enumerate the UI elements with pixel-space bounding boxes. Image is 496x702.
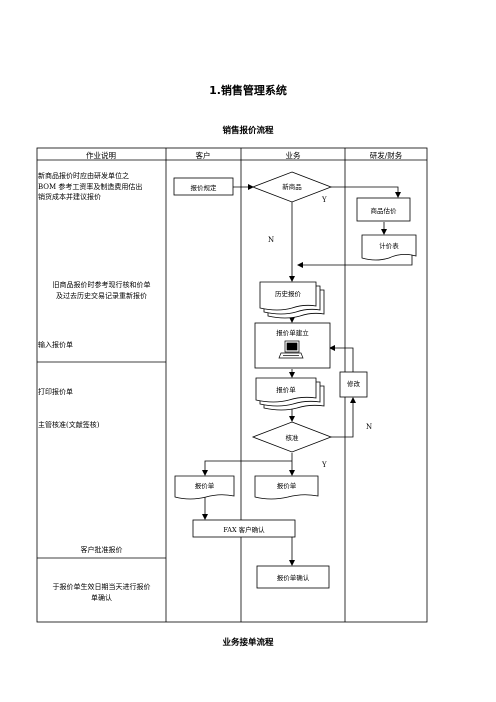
header-job-description: 作业说明: [86, 151, 116, 160]
label-yes-new: Y: [322, 196, 327, 204]
description-line: BOM 参考工资率及制造费用估出: [38, 182, 143, 191]
node-new-product: 新商品: [282, 183, 302, 191]
node-quote-confirm: 报价单确认: [276, 574, 310, 582]
node-quote-client: 报价单: [194, 482, 215, 490]
history-doc-front: [259, 281, 317, 311]
new-product-diamond: [251, 171, 333, 203]
description-line: 旧商品报价时参考现行核和价单: [52, 281, 151, 289]
quote-client-doc: [174, 475, 235, 500]
node-quote-sales: 报价单: [276, 482, 297, 490]
quote-sales-doc: [254, 475, 319, 500]
header-client: 客户: [195, 151, 211, 160]
node-quote-docs: 报价单: [276, 386, 296, 394]
computer-icon: [278, 340, 304, 359]
next-flow-title: 业务接单流程: [222, 638, 274, 648]
approve-diamond: [251, 421, 333, 453]
quote-create-box: [254, 322, 331, 369]
node-fax-confirm: FAX 客户确认: [223, 525, 265, 534]
arrow-approve-to-quote-client: [202, 460, 292, 476]
arrow-new-to-valuation: [331, 186, 401, 198]
label-no-new: N: [268, 236, 275, 244]
description-line: 及过去历史交易记录重新报价: [56, 291, 147, 300]
node-product-valuation: 商品估价: [370, 206, 397, 215]
description-manager-approve: 主管核准(文献签核): [38, 421, 100, 429]
node-modify: 修改: [347, 380, 360, 388]
description-line: 单确认: [91, 593, 112, 602]
description-line: 销货成本并建议报价: [38, 193, 101, 201]
description-print-quote: 打印报价单: [38, 388, 73, 396]
description-new-product: 新商品报价时应由研发单位之 BOM 参考工资率及制造费用估出 销货成本并建议报价: [38, 171, 165, 203]
arrow-approve-to-modify: [331, 397, 356, 438]
price-sheet-doc: [361, 234, 417, 261]
label-no-approve: N: [366, 423, 373, 431]
description-line: 新商品报价时应由研发单位之: [38, 172, 129, 180]
description-client-approve: 客户批准报价: [80, 546, 123, 554]
node-approve: 核准: [285, 434, 299, 442]
node-history-quote: 历史报价: [275, 290, 301, 298]
header-rd-finance: 研发/财务: [369, 151, 403, 160]
valuation-box: [356, 197, 411, 222]
flow-title: 销售报价流程: [222, 126, 274, 136]
price-rule-box: [173, 177, 234, 196]
description-input-quote: 输入报价单: [38, 341, 73, 349]
node-price-sheet: 计价表: [379, 242, 399, 250]
document-title: 1.销售管理系统: [209, 84, 287, 97]
description-old-product: 旧商品报价时参考现行核和价单 及过去历史交易记录重新报价: [38, 280, 165, 301]
label-yes-approve: Y: [322, 461, 327, 469]
node-quote-create: 报价单建立: [276, 329, 309, 337]
header-sales: 业务: [285, 151, 301, 160]
table-border: [36, 147, 428, 623]
modify-box: [339, 371, 368, 398]
quote-docs-front: [255, 377, 317, 403]
arrow-modify-to-create: [329, 345, 354, 372]
description-line: 于报价单生效日期当天进行报价: [52, 583, 151, 591]
node-price-rule: 报价规定: [190, 183, 217, 192]
swimlane-table: [36, 147, 428, 623]
fax-box: [192, 519, 296, 538]
description-confirm: 于报价单生效日期当天进行报价 单确认: [38, 582, 165, 603]
quote-confirm-box: [256, 565, 330, 589]
